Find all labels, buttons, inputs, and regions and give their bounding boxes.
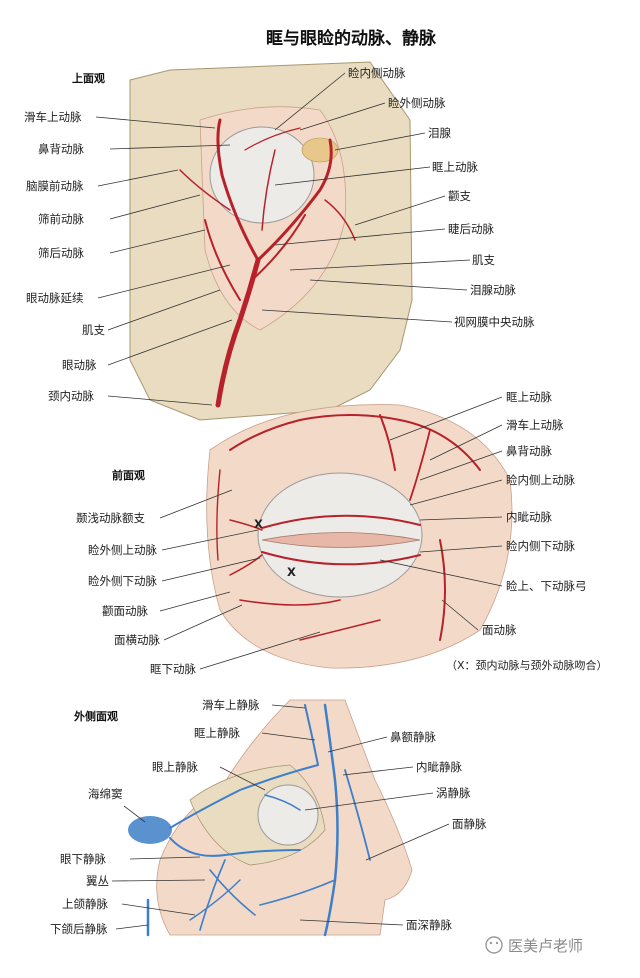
label-superior-lateral-palpebral-artery: 睑外侧上动脉 xyxy=(88,543,157,557)
arteries-front xyxy=(216,414,481,641)
lateral-left-leaders xyxy=(111,704,316,930)
label-superior-ophthalmic-vein: 眼上静脉 xyxy=(152,760,198,774)
lateral-left-labels: 滑车上静脉 眶上静脉 眼上静脉 海绵窦 眼下静脉 翼丛 上颌静脉 下颌后静脉 xyxy=(50,698,260,936)
wechat-icon xyxy=(485,936,503,954)
anastomosis-mark-1: X xyxy=(254,517,263,531)
top-right-leaders xyxy=(261,72,471,323)
label-frontal-branch-superficial-temporal: 颞浅动脉额支 xyxy=(76,511,145,525)
label-anterior-ethmoidal-artery: 筛前动脉 xyxy=(38,212,84,226)
label-transverse-facial-artery: 面横动脉 xyxy=(114,633,160,647)
label-posterior-ethmoidal-artery: 筛后动脉 xyxy=(38,246,84,260)
label-cavernous-sinus: 海绵窦 xyxy=(88,787,123,801)
label-dorsal-nasal-artery-front: 鼻背动脉 xyxy=(506,444,552,458)
label-supratrochlear-artery-front: 滑车上动脉 xyxy=(506,418,564,432)
superior-view: 上面观 滑车上动脉 鼻背动脉 脑膜前动脉 筛前动脉 筛后动脉 眼动脉延续 肌支 … xyxy=(24,61,535,421)
lateral-right-labels: 鼻额静脉 内眦静脉 涡静脉 面静脉 面深静脉 xyxy=(390,730,487,932)
anastomosis-note: （X：颈内动脉与颈外动脉吻合） xyxy=(446,658,608,672)
watermark: 医美卢老师 xyxy=(485,936,583,955)
label-ophthalmic-artery: 眼动脉 xyxy=(62,358,97,372)
label-angular-vein: 内眦静脉 xyxy=(416,760,462,774)
cavernous-sinus-shape xyxy=(128,816,172,844)
veins-lateral xyxy=(146,703,371,937)
anastomosis-mark-2: X xyxy=(287,565,296,579)
label-lacrimal-artery: 泪腺动脉 xyxy=(470,283,516,297)
section-label-top: 上面观 xyxy=(72,71,105,85)
label-inferior-medial-palpebral-artery: 睑内侧下动脉 xyxy=(506,539,575,553)
section-label-front: 前面观 xyxy=(112,468,145,482)
label-facial-artery: 面动脉 xyxy=(482,623,517,637)
palpebral-fissure xyxy=(261,532,421,548)
label-muscular-branch-left: 肌支 xyxy=(82,323,105,337)
label-anterior-meningeal-artery: 脑膜前动脉 xyxy=(26,179,84,193)
label-inferior-ophthalmic-vein: 眼下静脉 xyxy=(60,852,106,866)
label-zygomatic-branch: 颧支 xyxy=(448,189,471,203)
label-supratrochlear-vein: 滑车上静脉 xyxy=(202,698,260,712)
watermark-text: 医美卢老师 xyxy=(508,937,583,955)
label-retromandibular-vein: 下颌后静脉 xyxy=(50,922,108,936)
label-vorticose-vein: 涡静脉 xyxy=(436,786,471,800)
front-right-leaders xyxy=(379,396,503,631)
front-left-leaders xyxy=(159,489,321,670)
top-right-labels: 睑内侧动脉 睑外侧动脉 泪腺 眶上动脉 颧支 睫后动脉 肌支 泪腺动脉 视网膜中… xyxy=(348,66,535,329)
section-label-lateral: 外侧面观 xyxy=(73,709,118,723)
label-ophthalmic-continuation: 眼动脉延续 xyxy=(26,291,84,305)
label-zygomaticofacial-artery: 颧面动脉 xyxy=(102,604,148,618)
top-left-leaders xyxy=(95,116,233,406)
label-supraorbital-vein: 眶上静脉 xyxy=(194,726,240,740)
label-superior-medial-palpebral-artery: 睑内侧上动脉 xyxy=(506,473,575,487)
lacrimal-gland xyxy=(301,137,339,163)
eyeball-lateral xyxy=(257,784,319,846)
label-maxillary-vein: 上颌静脉 xyxy=(62,897,108,911)
arteries-top xyxy=(179,118,356,408)
label-lacrimal-gland: 泪腺 xyxy=(428,126,451,140)
label-posterior-ciliary-artery: 睫后动脉 xyxy=(448,222,494,236)
label-nasofrontal-vein: 鼻额静脉 xyxy=(390,730,436,744)
label-lateral-palpebral-artery: 睑外侧动脉 xyxy=(388,96,446,110)
label-facial-vein: 面静脉 xyxy=(452,817,487,831)
label-dorsal-nasal-artery: 鼻背动脉 xyxy=(38,142,84,156)
label-supraorbital-artery-front: 眶上动脉 xyxy=(506,390,552,404)
anterior-view: 前面观 X X 颞浅动脉额支 睑外侧上动脉 睑外侧下动脉 颧面动脉 面横动脉 眶… xyxy=(76,390,608,676)
label-deep-facial-vein: 面深静脉 xyxy=(406,918,452,932)
label-medial-palpebral-artery: 睑内侧动脉 xyxy=(348,66,406,80)
label-internal-carotid-artery: 颈内动脉 xyxy=(48,389,94,403)
label-supraorbital-artery-top: 眶上动脉 xyxy=(432,160,478,174)
label-palpebral-arches: 睑上、下动脉弓 xyxy=(506,579,587,593)
page-title: 眶与眼睑的动脉、静脉 xyxy=(266,28,437,49)
label-angular-artery: 内眦动脉 xyxy=(506,510,552,524)
front-right-labels: 眶上动脉 滑车上动脉 鼻背动脉 睑内侧上动脉 内眦动脉 睑内侧下动脉 睑上、下动… xyxy=(482,390,587,637)
lateral-view: 外侧面观 滑车上静脉 眶上静脉 眼上静脉 海绵窦 眼下静脉 翼丛 上颌静脉 下颌 xyxy=(50,698,487,937)
front-left-labels: 颞浅动脉额支 睑外侧上动脉 睑外侧下动脉 颧面动脉 面横动脉 眶下动脉 xyxy=(76,511,196,676)
label-infraorbital-artery: 眶下动脉 xyxy=(150,662,196,676)
label-pterygoid-plexus: 翼丛 xyxy=(86,874,109,888)
label-muscular-branch-right: 肌支 xyxy=(472,253,495,267)
top-left-labels: 滑车上动脉 鼻背动脉 脑膜前动脉 筛前动脉 筛后动脉 眼动脉延续 肌支 眼动脉 … xyxy=(24,110,105,403)
label-central-retinal-artery: 视网膜中央动脉 xyxy=(454,315,535,329)
label-supratrochlear-artery: 滑车上动脉 xyxy=(24,110,82,124)
lateral-right-leaders xyxy=(299,736,450,926)
label-inferior-lateral-palpebral-artery: 睑外侧下动脉 xyxy=(88,574,157,588)
